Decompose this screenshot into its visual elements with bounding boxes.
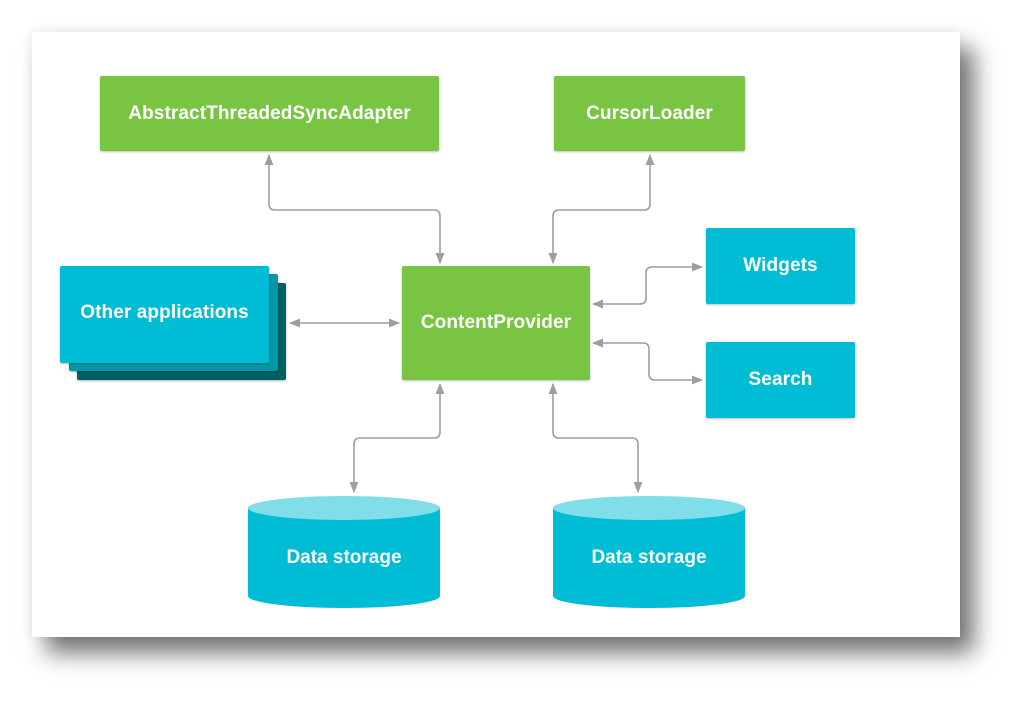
node-data-storage-right: Data storage xyxy=(553,494,745,610)
node-cursor-loader: CursorLoader xyxy=(554,76,745,151)
data-storage-label: Data storage xyxy=(286,547,402,568)
node-abstract-threaded-sync-adapter: AbstractThreadedSyncAdapter xyxy=(100,76,439,151)
node-other-applications: Other applications xyxy=(60,266,269,363)
node-data-storage-left: Data storage xyxy=(248,494,440,610)
node-widgets: Widgets xyxy=(706,228,855,304)
cylinder-shape xyxy=(553,496,745,608)
node-search: Search xyxy=(706,342,855,418)
node-content-provider: ContentProvider xyxy=(402,266,590,380)
cylinder-shape xyxy=(248,496,440,608)
data-storage-label: Data storage xyxy=(591,547,707,568)
